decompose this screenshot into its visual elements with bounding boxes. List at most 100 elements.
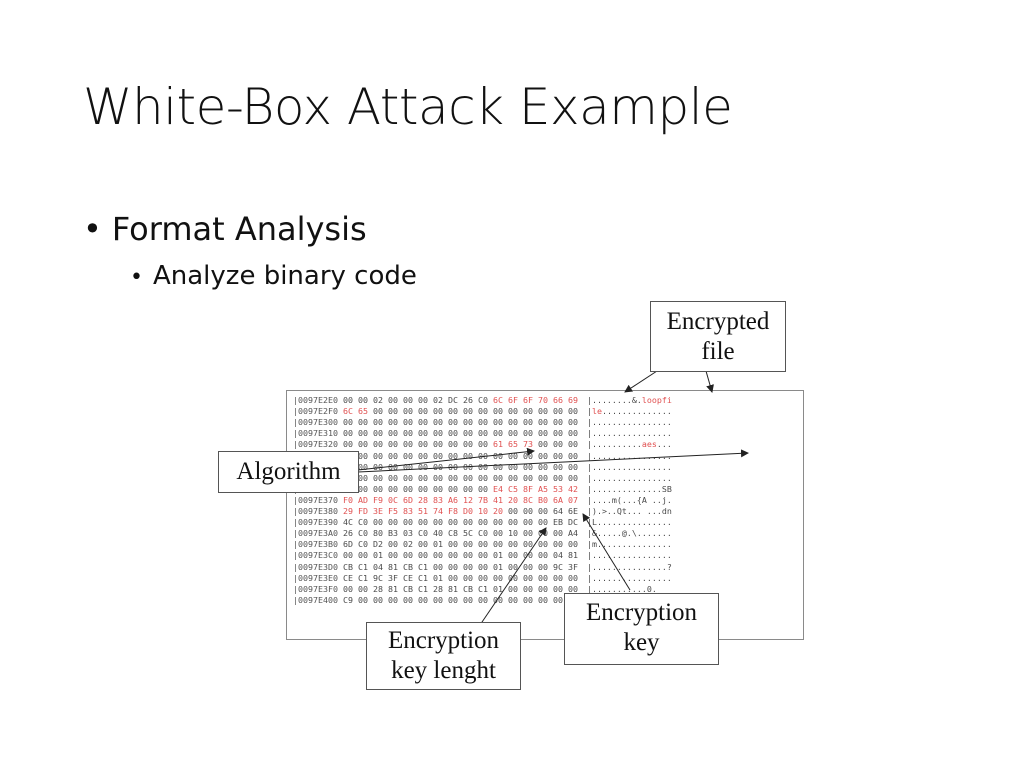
hexdump-byte: 12 bbox=[462, 494, 473, 505]
hexdump-byte: 00 bbox=[477, 561, 488, 572]
hexdump-address: |0097E370 bbox=[293, 494, 343, 505]
hexdump-byte: 00 bbox=[552, 417, 563, 428]
hexdump-byte: D2 bbox=[372, 539, 383, 550]
hexdump-byte: 69 bbox=[567, 395, 578, 405]
hexdump-byte: 00 bbox=[402, 395, 413, 405]
hexdump-byte: 00 bbox=[402, 594, 413, 605]
hexdump-byte: 00 bbox=[492, 594, 503, 605]
hexdump-byte: 00 bbox=[447, 439, 458, 450]
hexdump-byte: 00 bbox=[447, 461, 458, 472]
hexdump-byte: 00 bbox=[402, 461, 413, 472]
hexdump-byte: C1 bbox=[417, 572, 428, 583]
hexdump-address: |0097E3C0 bbox=[293, 550, 343, 561]
hexdump-byte: 00 bbox=[537, 428, 548, 439]
hexdump-byte: 00 bbox=[522, 583, 533, 594]
callout-line: Encryption bbox=[585, 599, 698, 626]
hexdump-byte: D0 bbox=[462, 506, 473, 516]
hexdump-byte: CE bbox=[342, 572, 353, 583]
callout-line: key bbox=[623, 629, 660, 656]
hexdump-byte: 00 bbox=[522, 528, 533, 539]
hexdump-byte: C1 bbox=[417, 561, 428, 572]
hexdump-byte: 64 bbox=[552, 506, 563, 516]
hexdump-byte: 00 bbox=[537, 439, 548, 450]
hexdump-ascii: |................ bbox=[586, 428, 672, 439]
hexdump-byte: 01 bbox=[492, 583, 503, 594]
hexdump-byte: C0 bbox=[357, 528, 368, 539]
hexdump-byte: 01 bbox=[372, 550, 383, 561]
hexdump-byte: 00 bbox=[477, 594, 488, 605]
hexdump-byte: 81 bbox=[447, 583, 458, 594]
hexdump-byte: 02 bbox=[432, 395, 443, 405]
hexdump-byte: 00 bbox=[372, 417, 383, 428]
hexdump-byte: C0 bbox=[357, 539, 368, 550]
hexdump-byte: 00 bbox=[477, 417, 488, 428]
hexdump-byte: 70 bbox=[537, 395, 548, 405]
hexdump-byte: 00 bbox=[357, 472, 368, 483]
hexdump-ascii: |..............SB bbox=[586, 483, 672, 494]
hexdump-byte: F9 bbox=[372, 494, 383, 505]
hexdump-byte: 00 bbox=[462, 550, 473, 561]
hexdump-ascii: |...........0. bbox=[586, 583, 657, 594]
hexdump-byte: 00 bbox=[492, 428, 503, 439]
hexdump-byte: 00 bbox=[477, 539, 488, 550]
hexdump-byte: 00 bbox=[477, 483, 488, 494]
hexdump-byte: 00 bbox=[357, 483, 368, 494]
hexdump-byte: 00 bbox=[462, 472, 473, 483]
hexdump-byte: 00 bbox=[552, 528, 563, 539]
hexdump-byte: 00 bbox=[372, 406, 383, 417]
hexdump-byte: 00 bbox=[402, 428, 413, 439]
hexdump-byte: 00 bbox=[522, 572, 533, 583]
hexdump-byte: 29 bbox=[342, 506, 353, 516]
hexdump-byte: 00 bbox=[387, 395, 398, 405]
hexdump-byte: 00 bbox=[522, 594, 533, 605]
hexdump-byte: 00 bbox=[507, 406, 518, 417]
hexdump-byte: 02 bbox=[372, 395, 383, 405]
hexdump-ascii: |................ bbox=[586, 472, 672, 483]
hexdump-byte: 00 bbox=[567, 572, 578, 583]
hexdump-byte: 01 bbox=[492, 561, 503, 572]
hexdump-byte: AD bbox=[357, 494, 368, 505]
hexdump-byte: 00 bbox=[432, 439, 443, 450]
hexdump-byte: 00 bbox=[342, 550, 353, 561]
hexdump-byte: 00 bbox=[357, 439, 368, 450]
hexdump-byte: 00 bbox=[402, 517, 413, 528]
hexdump-ascii: |L............... bbox=[586, 517, 672, 528]
hexdump-byte: 26 bbox=[462, 395, 473, 405]
hexdump-byte: E4 bbox=[492, 483, 503, 494]
hexdump-ascii-highlight: loopfi bbox=[641, 395, 672, 405]
hexdump-byte: 01 bbox=[432, 572, 443, 583]
hexdump-byte: 00 bbox=[387, 472, 398, 483]
hexdump-byte: FD bbox=[357, 506, 368, 516]
arrow-algorithm-to-aes-bytes bbox=[357, 447, 535, 471]
arrow-algorithm-to-aes-ascii bbox=[357, 449, 749, 473]
hexdump-byte: 40 bbox=[432, 528, 443, 539]
hexdump-byte: 00 bbox=[552, 461, 563, 472]
hexdump-byte: 61 bbox=[492, 439, 503, 450]
hexdump-byte: 00 bbox=[432, 450, 443, 461]
hexdump-byte: C1 bbox=[357, 572, 368, 583]
hexdump-byte: 00 bbox=[447, 561, 458, 572]
hexdump-byte: 00 bbox=[492, 461, 503, 472]
hexdump-address: |0097E300 bbox=[293, 417, 343, 428]
hexdump-byte: 00 bbox=[477, 439, 488, 450]
hexdump-byte: 00 bbox=[432, 561, 443, 572]
hexdump-byte: 00 bbox=[357, 583, 368, 594]
hexdump-ascii: |...............? bbox=[586, 561, 672, 572]
hexdump-byte: 00 bbox=[552, 428, 563, 439]
hexdump-byte: 00 bbox=[507, 506, 518, 516]
hexdump-byte: 00 bbox=[402, 450, 413, 461]
hexdump-byte: EB bbox=[552, 517, 563, 528]
hexdump-byte: 83 bbox=[402, 506, 413, 516]
hexdump-byte: F0 bbox=[342, 494, 353, 505]
hexdump-byte: 00 bbox=[387, 450, 398, 461]
hexdump-byte: 20 bbox=[507, 494, 518, 505]
hexdump-byte: 00 bbox=[462, 450, 473, 461]
hexdump-byte: 00 bbox=[477, 472, 488, 483]
hexdump-byte: 00 bbox=[507, 428, 518, 439]
hexdump-byte: 00 bbox=[462, 594, 473, 605]
